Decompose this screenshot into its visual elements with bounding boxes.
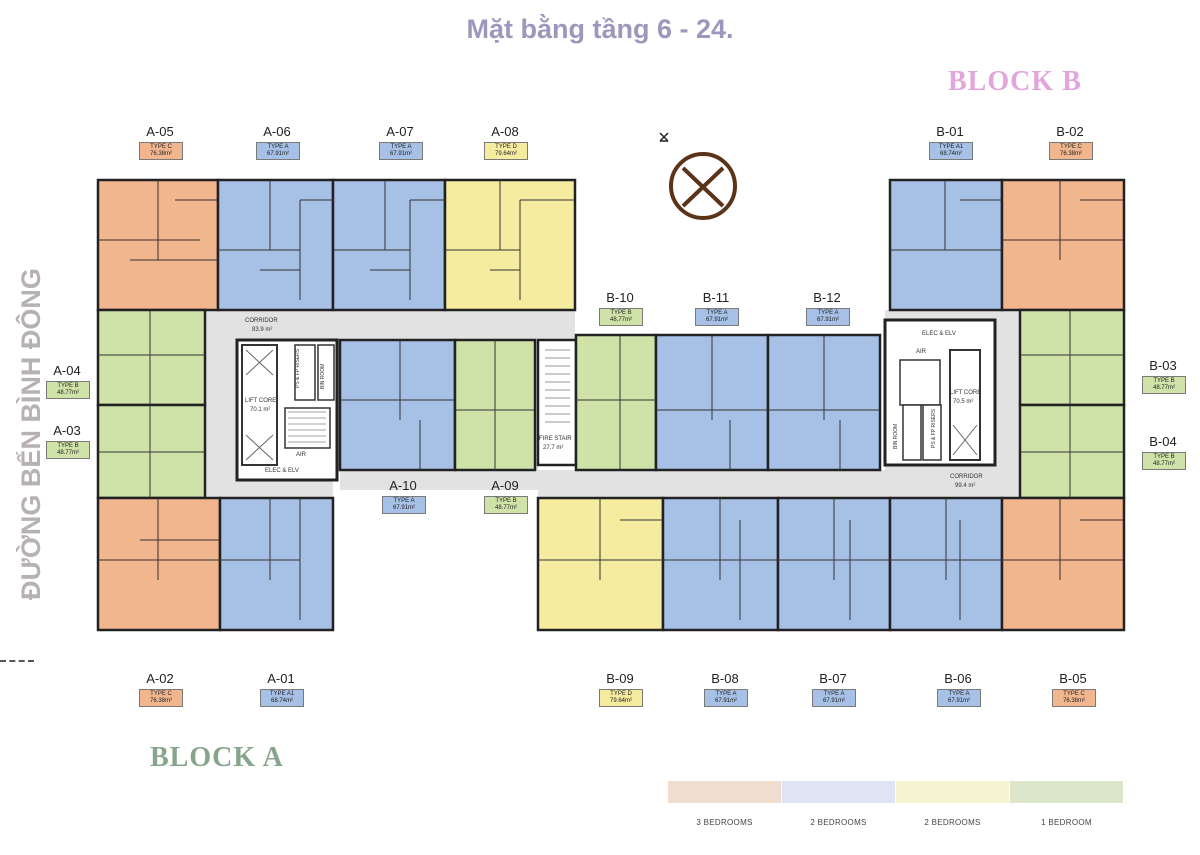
air-b-label: AIR (916, 349, 927, 355)
unit-code-b01: B-01 (936, 124, 964, 139)
unit-a10[interactable] (338, 338, 457, 472)
lift-core-b (949, 349, 981, 461)
unit-code-a05: A-05 (146, 124, 174, 139)
unit-code-b03: B-03 (1149, 358, 1177, 373)
unit-code-a02: A-02 (146, 671, 174, 686)
corridor-a-label: CORRIDOR (245, 318, 278, 324)
interior-walls (98, 180, 1124, 620)
unit-code-a09: A-09 (491, 478, 519, 493)
unit-code-b10: B-10 (606, 290, 634, 305)
compass-icon (659, 132, 737, 220)
unit-code-b06: B-06 (944, 671, 972, 686)
lift-core-a-label: LIFT CORE (245, 398, 277, 404)
air-a-label: AIR (296, 452, 307, 458)
unit-a02[interactable] (96, 496, 222, 632)
unit-b02[interactable] (1000, 178, 1126, 312)
unit-code-b09: B-09 (606, 671, 634, 686)
legend-label-2br-a: 2 BEDROOMS (810, 818, 867, 827)
elec-elv-a-label: ELEC & ELV (265, 468, 299, 474)
corridor-b-area: 99.4 m² (955, 483, 976, 489)
legend-label-1br: 1 BEDROOM (1041, 818, 1092, 827)
elec-elv-b-label: ELEC & ELV (922, 331, 956, 337)
unit-code-a10: A-10 (389, 478, 417, 493)
unit-code-b02: B-02 (1056, 124, 1084, 139)
street-edge-marker (0, 660, 34, 662)
lift-core-b-label: LIFT CORE (950, 390, 982, 396)
corridor-a-area: 83.9 m² (252, 327, 273, 333)
unit-b03[interactable] (1018, 308, 1126, 407)
corridor-b-label: CORRIDOR (950, 474, 983, 480)
block-a-label: BLOCK A (150, 742, 284, 773)
lift-core-a (241, 344, 278, 466)
unit-code-a03: A-03 (53, 423, 81, 438)
unit-code-a01: A-01 (267, 671, 295, 686)
lift-core-b-area: 70.5 m² (953, 399, 974, 405)
unit-code-b04: B-04 (1149, 434, 1177, 449)
legend-swatch-1br (1010, 781, 1123, 803)
unit-code-a04: A-04 (53, 363, 81, 378)
page-title: Mặt bằng tầng 6 - 24. (466, 14, 734, 44)
bin-room-a-label: BIN ROOM (320, 363, 326, 389)
unit-b05[interactable] (1000, 496, 1126, 632)
unit-a08[interactable] (443, 178, 577, 312)
unit-code-a06: A-06 (263, 124, 291, 139)
unit-code-b08: B-08 (711, 671, 739, 686)
unit-code-b07: B-07 (819, 671, 847, 686)
bin-room-b-label: BIN ROOM (893, 423, 899, 449)
unit-code-a08: A-08 (491, 124, 519, 139)
lift-core-a-area: 70.1 m² (250, 407, 271, 413)
unit-code-b05: B-05 (1059, 671, 1087, 686)
legend-swatch-2br-a (782, 781, 895, 803)
risers-b-label: PS & FP RISERS (931, 408, 937, 448)
legend-label-2br-d: 2 BEDROOMS (924, 818, 981, 827)
unit-a01[interactable] (218, 496, 335, 632)
legend-label-3br: 3 BEDROOMS (696, 818, 753, 827)
unit-a07[interactable] (331, 178, 447, 312)
unit-b10[interactable] (574, 333, 658, 472)
unit-code-b11: B-11 (702, 290, 730, 305)
block-b-label: BLOCK B (948, 66, 1082, 97)
unit-code-b12: B-12 (813, 290, 841, 305)
risers-a-label: PS & FP RISERS (295, 348, 301, 388)
fire-stair-area: 27.7 m² (543, 445, 564, 451)
legend-swatch-3br (668, 781, 781, 803)
unit-code-a07: A-07 (386, 124, 414, 139)
unit-a04[interactable] (96, 308, 207, 407)
fire-stair-label: FIRE STAIR (539, 436, 572, 442)
legend-swatch-2br-d (896, 781, 1009, 803)
